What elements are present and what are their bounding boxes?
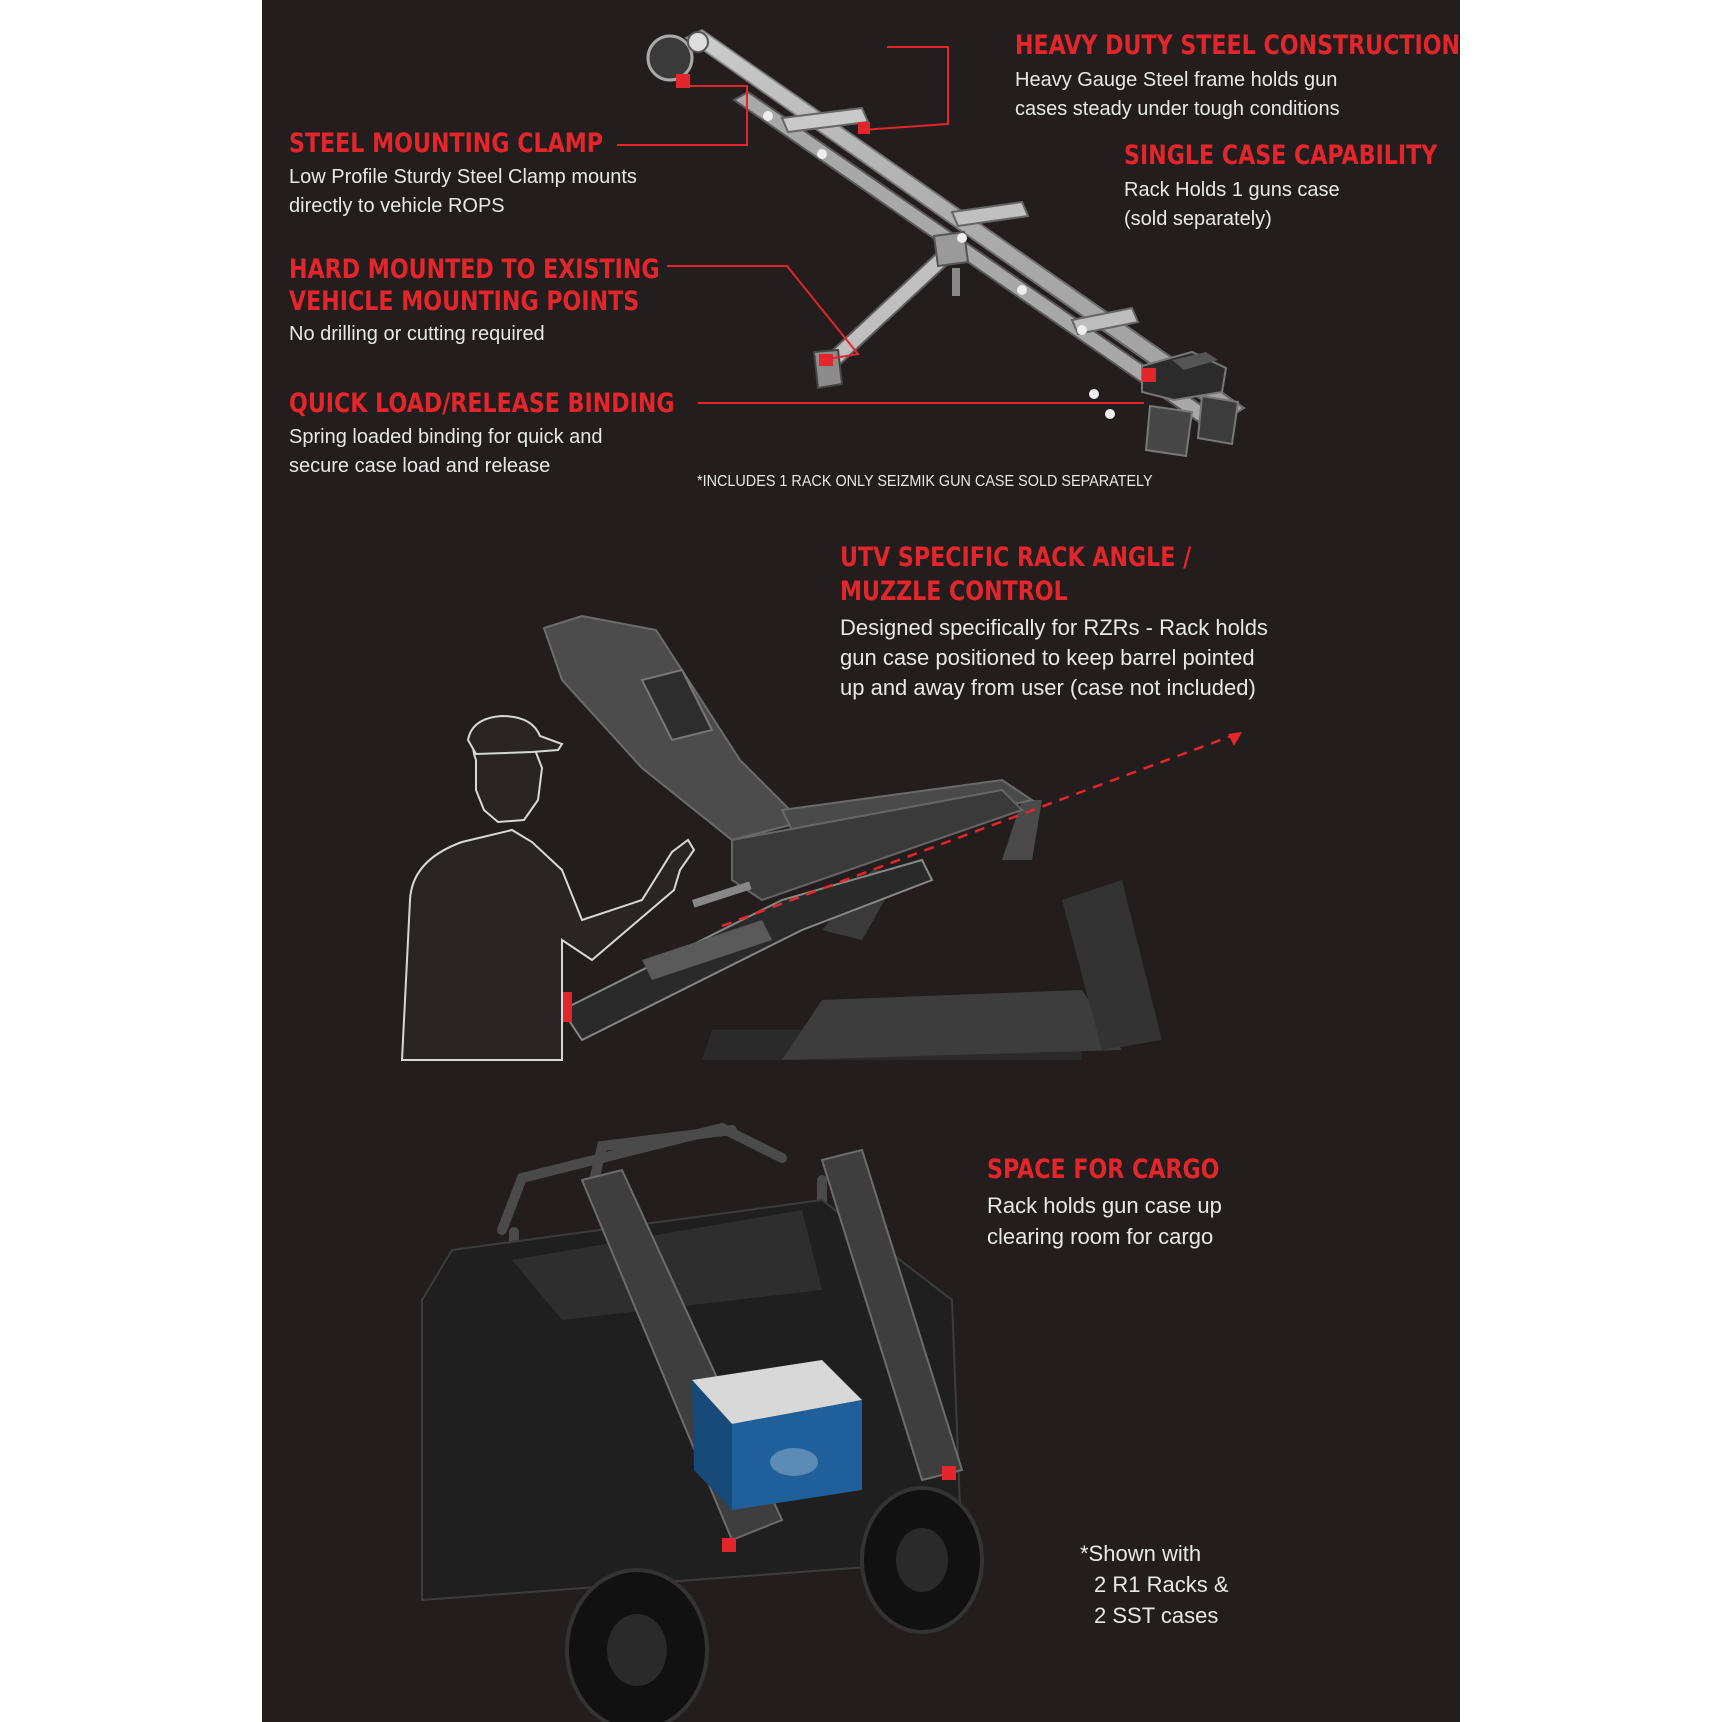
cargo-text-1: Rack holds gun case up <box>987 1193 1222 1218</box>
single-case-title: SINGLE CASE CAPABILITY <box>1124 140 1438 171</box>
hard-mounted-title-2: VEHICLE MOUNTING POINTS <box>289 286 640 317</box>
mounting-clamp-text-2: directly to vehicle ROPS <box>289 195 505 217</box>
includes-note: *INCLUDES 1 RACK ONLY SEIZMIK GUN CASE S… <box>697 473 1153 490</box>
utv-illustration <box>421 1122 984 1722</box>
cargo-title: SPACE FOR CARGO <box>987 1154 1220 1185</box>
leader-lines <box>617 46 1144 404</box>
hard-mounted-text-1: No drilling or cutting required <box>289 323 545 345</box>
hard-mounted-title-1: HARD MOUNTED TO EXISTING <box>289 254 660 285</box>
quick-load-text-1: Spring loaded binding for quick and <box>289 426 603 448</box>
shown-with-line-1: *Shown with <box>1080 1541 1202 1566</box>
rack-angle-text-3: up and away from user (case not included… <box>840 675 1256 700</box>
loading-illustration <box>400 614 1243 1061</box>
steel-construction-title: HEAVY DUTY STEEL CONSTRUCTION <box>1015 30 1460 61</box>
mounting-clamp-text-1: Low Profile Sturdy Steel Clamp mounts <box>289 166 637 188</box>
steel-construction-text-2: cases steady under tough conditions <box>1015 98 1340 120</box>
rack-angle-text-2: gun case positioned to keep barrel point… <box>840 645 1255 670</box>
rack-angle-text-1: Designed specifically for RZRs - Rack ho… <box>840 615 1268 640</box>
single-case-text-1: Rack Holds 1 guns case <box>1124 179 1340 201</box>
shown-with-line-2: 2 R1 Racks & <box>1094 1572 1229 1597</box>
rack-illustration <box>646 28 1246 458</box>
rack-angle-title-2: MUZZLE CONTROL <box>840 576 1068 607</box>
quick-load-title: QUICK LOAD/RELEASE BINDING <box>289 388 675 419</box>
rack-angle-title-1: UTV SPECIFIC RACK ANGLE / <box>840 542 1192 573</box>
shown-with-line-3: 2 SST cases <box>1094 1603 1219 1628</box>
quick-load-text-2: secure case load and release <box>289 455 551 477</box>
cargo-text-2: clearing room for cargo <box>987 1224 1214 1249</box>
single-case-text-2: (sold separately) <box>1124 208 1272 230</box>
mounting-clamp-title: STEEL MOUNTING CLAMP <box>289 128 603 159</box>
product-illustrations <box>400 28 1246 1722</box>
steel-construction-text-1: Heavy Gauge Steel frame holds gun <box>1015 69 1338 91</box>
product-panel: HEAVY DUTY STEEL CONSTRUCTION Heavy Gaug… <box>262 0 1460 1722</box>
